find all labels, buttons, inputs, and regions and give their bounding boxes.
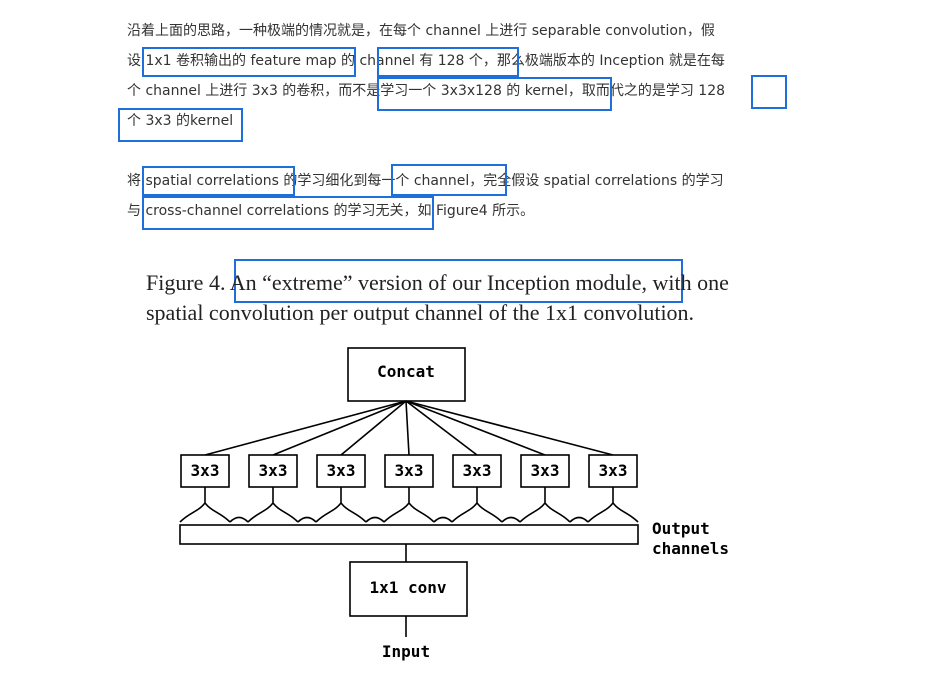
brace-join-3	[365, 516, 385, 523]
conv3-box-7	[588, 454, 638, 488]
conv3-label-3: 3x3	[327, 461, 356, 480]
conv3-box-1	[180, 454, 230, 488]
conv1-label: 1x1 conv	[369, 578, 446, 597]
concat-box	[347, 347, 466, 402]
brace-2	[247, 487, 299, 523]
conv3-label-2: 3x3	[259, 461, 288, 480]
fan-line-6	[405, 400, 546, 456]
output-label-line-1: Output	[652, 519, 710, 538]
conv1-box	[349, 561, 468, 617]
paragraph-1: 沿着上面的思路，一种极端的情况就是，在每个 channel 上进行 separa…	[127, 16, 797, 136]
brace-join-6	[569, 516, 589, 523]
output-channels-bar	[179, 524, 639, 545]
conv3-box-3	[316, 454, 366, 488]
conv3-box-2	[248, 454, 298, 488]
fan-line-2	[272, 400, 407, 456]
brace-1	[179, 487, 231, 523]
conv3-label-5: 3x3	[463, 461, 492, 480]
paragraph-1-line-2: 设 1x1 卷积输出的 feature map 的 channel 有 128 …	[127, 53, 725, 69]
conv3-label-1: 3x3	[191, 461, 220, 480]
paragraph-1-line-4: 个 3x3 的kernel	[127, 113, 234, 129]
paragraph-2-line-1: 将 spatial correlations 的学习细化到每一个 channel…	[127, 173, 724, 189]
brace-join-5	[501, 516, 521, 523]
conv3-label-7: 3x3	[599, 461, 628, 480]
fan-line-4	[405, 400, 410, 456]
brace-4	[383, 487, 435, 523]
brace-6	[519, 487, 571, 523]
conv3-label-4: 3x3	[395, 461, 424, 480]
brace-5	[451, 487, 503, 523]
concat-label: Concat	[377, 362, 435, 381]
fan-line-3	[340, 400, 407, 456]
output-label-line-2: channels	[652, 539, 729, 558]
fan-line-7	[405, 400, 614, 456]
input-label: Input	[382, 642, 430, 661]
fan-line-5	[405, 400, 478, 456]
paragraph-1-line-3: 个 channel 上进行 3x3 的卷积，而不是学习一个 3x3x128 的 …	[127, 83, 726, 99]
brace-join-4	[433, 516, 453, 523]
figure-caption: Figure 4. An “extreme” version of our In…	[146, 268, 846, 328]
conv3-box-5	[452, 454, 502, 488]
figure-caption-line-1: Figure 4. An “extreme” version of our In…	[146, 270, 729, 295]
paragraph-1-line-1: 沿着上面的思路，一种极端的情况就是，在每个 channel 上进行 separa…	[127, 23, 715, 39]
conv3-label-6: 3x3	[531, 461, 560, 480]
brace-3	[315, 487, 367, 523]
brace-join-1	[229, 516, 249, 523]
fan-line-1	[204, 400, 407, 456]
figure-caption-line-2: spatial convolution per output channel o…	[146, 300, 695, 325]
brace-7	[587, 487, 639, 523]
brace-join-2	[297, 516, 317, 523]
